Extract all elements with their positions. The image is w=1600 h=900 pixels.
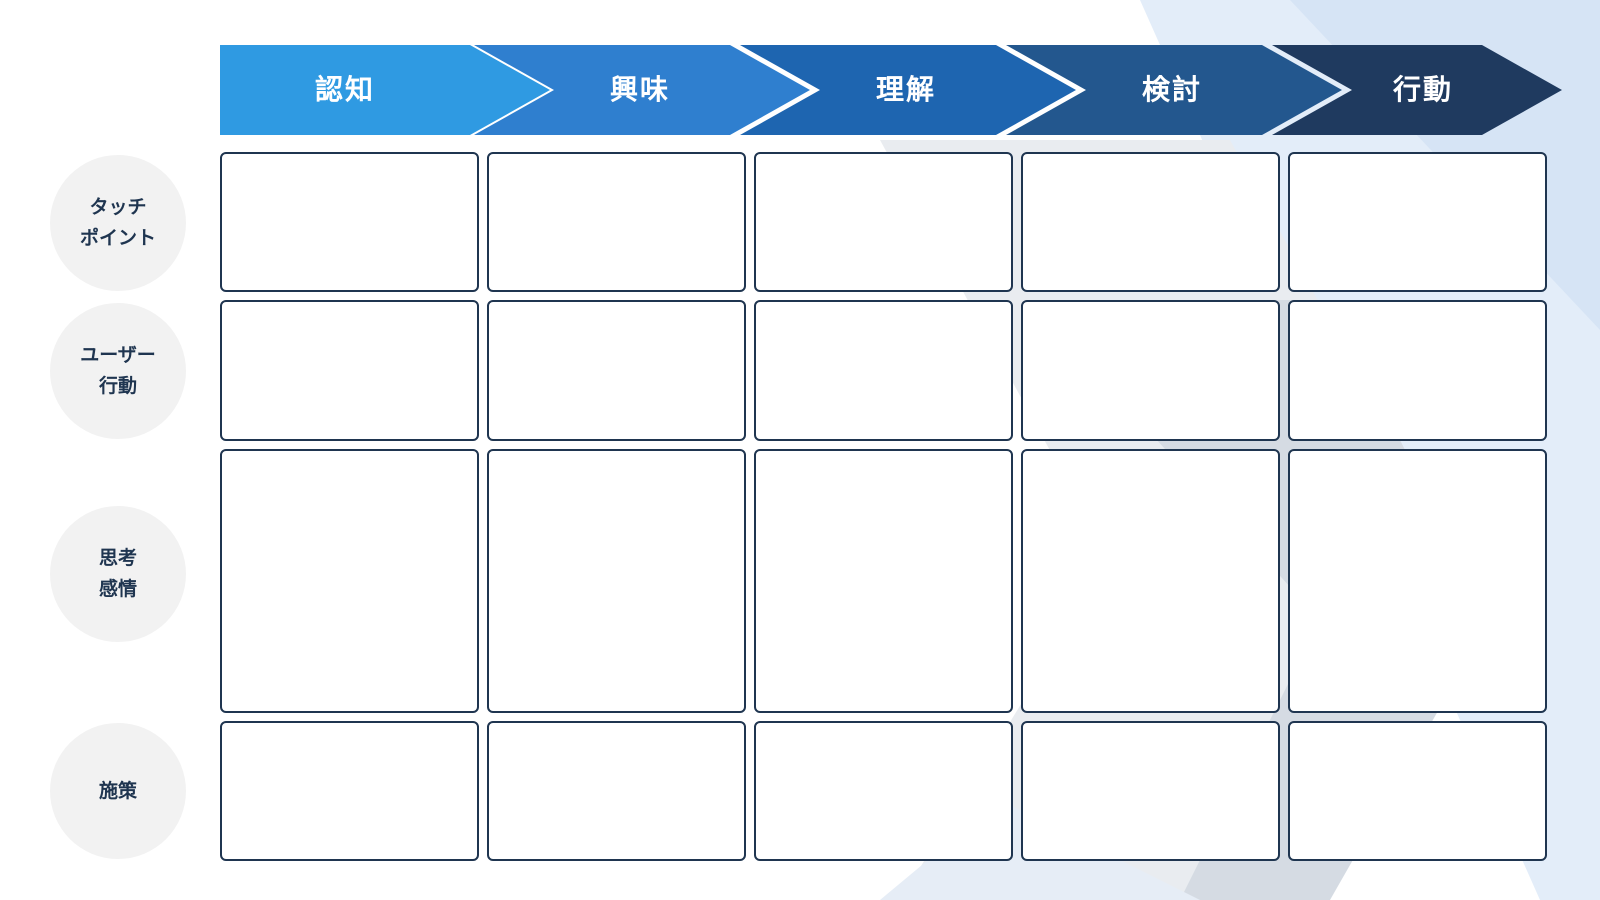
cell-feelings-awareness[interactable] [220, 449, 479, 713]
cell-touchpoint-consideration[interactable] [1021, 152, 1280, 292]
cell-touchpoint-action[interactable] [1288, 152, 1547, 292]
cell-touchpoint-awareness[interactable] [220, 152, 479, 292]
row-label-measures: 施策 [50, 723, 186, 859]
stage-label: 興味 [609, 73, 670, 106]
cell-measures-interest[interactable] [487, 721, 746, 861]
cell-user-action-action[interactable] [1288, 300, 1547, 441]
stage-label: 認知 [314, 73, 375, 106]
stage-label: 検討 [1141, 73, 1202, 106]
cell-measures-understanding[interactable] [754, 721, 1013, 861]
stage-consideration: 検討 [1006, 45, 1342, 135]
cell-user-action-understanding[interactable] [754, 300, 1013, 441]
stage-understanding: 理解 [740, 45, 1076, 135]
stage-interest: 興味 [474, 45, 810, 135]
cell-feelings-action[interactable] [1288, 449, 1547, 713]
cell-feelings-consideration[interactable] [1021, 449, 1280, 713]
stage-awareness: 認知 [220, 45, 550, 135]
stage-label: 行動 [1392, 73, 1453, 106]
cell-measures-awareness[interactable] [220, 721, 479, 861]
cell-feelings-understanding[interactable] [754, 449, 1013, 713]
row-label-user-action: ユーザー 行動 [50, 303, 186, 439]
stage-label: 理解 [875, 73, 936, 106]
cell-feelings-interest[interactable] [487, 449, 746, 713]
cell-user-action-consideration[interactable] [1021, 300, 1280, 441]
cell-measures-consideration[interactable] [1021, 721, 1280, 861]
cell-user-action-awareness[interactable] [220, 300, 479, 441]
row-label-touchpoint: タッチ ポイント [50, 155, 186, 291]
cell-measures-action[interactable] [1288, 721, 1547, 861]
stage-action: 行動 [1272, 45, 1562, 135]
cell-touchpoint-understanding[interactable] [754, 152, 1013, 292]
cell-touchpoint-interest[interactable] [487, 152, 746, 292]
cell-user-action-interest[interactable] [487, 300, 746, 441]
row-label-thoughts-feelings: 思考 感情 [50, 506, 186, 642]
